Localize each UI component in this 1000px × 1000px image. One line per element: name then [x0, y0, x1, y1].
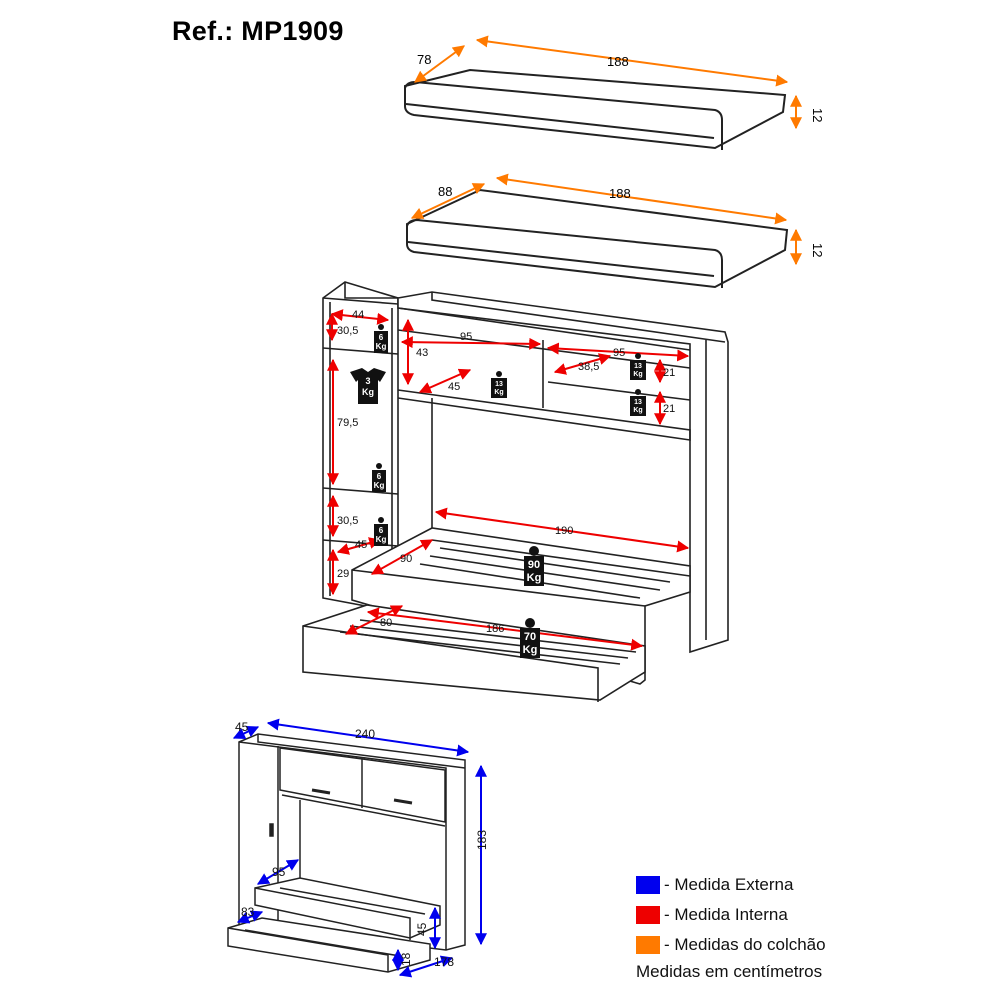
svg-text:13: 13 [634, 399, 642, 406]
ext-45: 45 [415, 922, 429, 936]
dim-21-bottom: 21 [663, 403, 675, 415]
legend-external: - Medida Externa [636, 870, 876, 900]
mattress-bottom-height: 12 [810, 243, 825, 257]
svg-text:90: 90 [528, 559, 540, 571]
weight-tag-bed: 90 Kg [524, 546, 544, 586]
external-dimensions [232, 718, 487, 978]
mattress-top [404, 68, 787, 150]
dim-90: 90 [400, 553, 412, 565]
mattress-bottom-length-arrow [495, 173, 788, 225]
dim-186: 186 [486, 623, 504, 635]
dim-80: 80 [380, 617, 392, 629]
dim-21-top: 21 [663, 367, 675, 379]
external-dimension-labels: 45 240 183 95 83 45 18 178 [235, 720, 489, 969]
mattress-top-height: 12 [810, 108, 825, 122]
internal-dimension-labels: 44 30,5 43 95 95 38,5 21 21 45 79,5 30,5… [337, 309, 675, 635]
ext-width: 240 [355, 727, 375, 741]
weight-tag: 13 Kg [491, 371, 507, 398]
page-title: Ref.: MP1909 [172, 16, 344, 46]
svg-text:Kg: Kg [376, 342, 387, 351]
legend-mattress-label: - Medidas do colchão [664, 935, 826, 954]
svg-text:6: 6 [379, 333, 384, 342]
weight-tag: 13 Kg [630, 353, 646, 380]
dim-38-5: 38,5 [578, 361, 599, 373]
weight-tags: 6 Kg 3 Kg 13 Kg 13 Kg 13 Kg 6 Kg [350, 324, 646, 658]
ext-depth: 45 [235, 720, 249, 734]
legend-mattress: - Medidas do colchão [636, 930, 876, 960]
dim-45-lower: 45 [355, 539, 367, 551]
svg-text:Kg: Kg [376, 535, 387, 544]
bed-unit-exterior [227, 733, 466, 973]
weight-tag: 13 Kg [630, 389, 646, 416]
legend-internal: - Medida Interna [636, 900, 876, 930]
svg-text:6: 6 [377, 472, 382, 481]
weight-tag-hanger: 3 Kg [350, 368, 386, 404]
mattress-top-depth-arrow [414, 45, 465, 83]
dim-95-left: 95 [460, 331, 472, 343]
mattress-bottom [406, 188, 789, 289]
dim-95-right: 95 [613, 347, 625, 359]
dim-45-shelf: 45 [448, 381, 460, 393]
legend: - Medida Externa - Medida Interna - Medi… [636, 870, 876, 982]
swatch-external [636, 876, 660, 894]
dim-30-5-bottom: 30,5 [337, 515, 358, 527]
svg-text:6: 6 [379, 526, 384, 535]
bed-unit-interior [302, 281, 729, 702]
mattress-bottom-depth-arrow [410, 183, 486, 219]
mattress-top-depth: 78 [417, 52, 431, 67]
dim-44: 44 [352, 309, 364, 321]
svg-text:70: 70 [524, 631, 536, 643]
svg-text:Kg: Kg [494, 389, 503, 396]
mattress-top-length: 188 [607, 54, 629, 69]
svg-text:Kg: Kg [633, 371, 642, 378]
dim-190: 190 [555, 525, 573, 537]
svg-text:3: 3 [365, 376, 370, 386]
weight-tag: 6 Kg [372, 463, 386, 492]
svg-text:Kg: Kg [523, 644, 538, 656]
dim-29: 29 [337, 568, 349, 580]
weight-tag: 6 Kg [374, 324, 388, 353]
mattress-bottom-length: 188 [609, 186, 631, 201]
weight-tag-trundle: 70 Kg [520, 618, 540, 658]
mattress-bottom-depth: 88 [438, 184, 452, 199]
legend-internal-label: - Medida Interna [664, 905, 788, 924]
internal-dimensions [326, 309, 690, 651]
svg-text:Kg: Kg [633, 407, 642, 414]
svg-text:Kg: Kg [362, 387, 374, 397]
dim-30-5-top: 30,5 [337, 325, 358, 337]
svg-text:13: 13 [495, 381, 503, 388]
svg-text:13: 13 [634, 363, 642, 370]
weight-tag: 6 Kg [374, 517, 388, 546]
ext-95: 95 [272, 865, 286, 879]
swatch-internal [636, 906, 660, 924]
ext-83: 83 [241, 905, 255, 919]
dim-43: 43 [416, 347, 428, 359]
ext-178: 178 [434, 955, 454, 969]
svg-text:Kg: Kg [374, 481, 385, 490]
legend-external-label: - Medida Externa [664, 875, 794, 894]
mattress-top-length-arrow [475, 35, 789, 87]
ext-18: 18 [399, 952, 413, 966]
legend-units-note: Medidas em centímetros [636, 962, 823, 981]
swatch-mattress [636, 936, 660, 954]
ext-height: 183 [475, 830, 489, 850]
dim-79-5: 79,5 [337, 417, 358, 429]
svg-text:Kg: Kg [527, 572, 542, 584]
